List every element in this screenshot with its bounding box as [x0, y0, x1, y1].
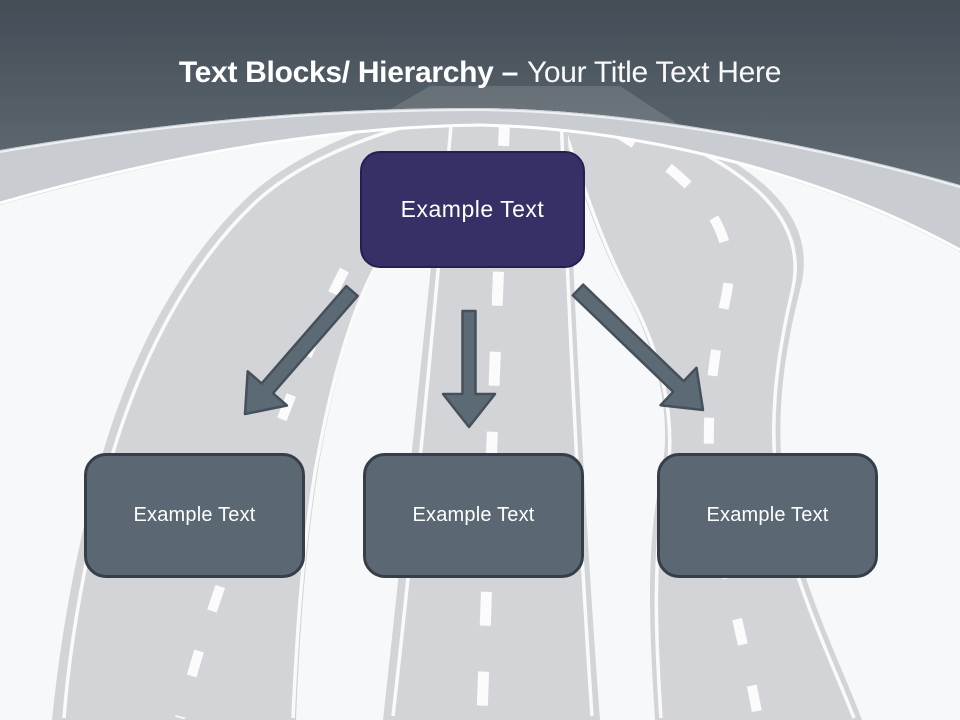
root-text-block: Example Text: [360, 151, 585, 268]
horizon-road-band: [0, 108, 960, 252]
arrow-down-left-icon: [243, 284, 359, 416]
arrow-down-icon: [441, 309, 497, 429]
root-text-block-label: Example Text: [400, 196, 545, 222]
child-text-block-3: Example Text: [657, 453, 878, 578]
slide-title-bold: Text Blocks/ Hierarchy –: [178, 56, 518, 89]
child-text-block-2: Example Text: [363, 453, 584, 578]
slide-title-light: Your Title Text Here: [526, 56, 782, 89]
child-text-block-1: Example Text: [84, 453, 305, 578]
child-text-block-1-label: Example Text: [133, 504, 256, 526]
child-text-block-3-label: Example Text: [706, 504, 829, 526]
child-text-block-2-label: Example Text: [412, 504, 535, 526]
slide-title: Text Blocks/ Hierarchy – Your Title Text…: [0, 56, 960, 90]
arrow-down-right-icon: [571, 283, 705, 412]
